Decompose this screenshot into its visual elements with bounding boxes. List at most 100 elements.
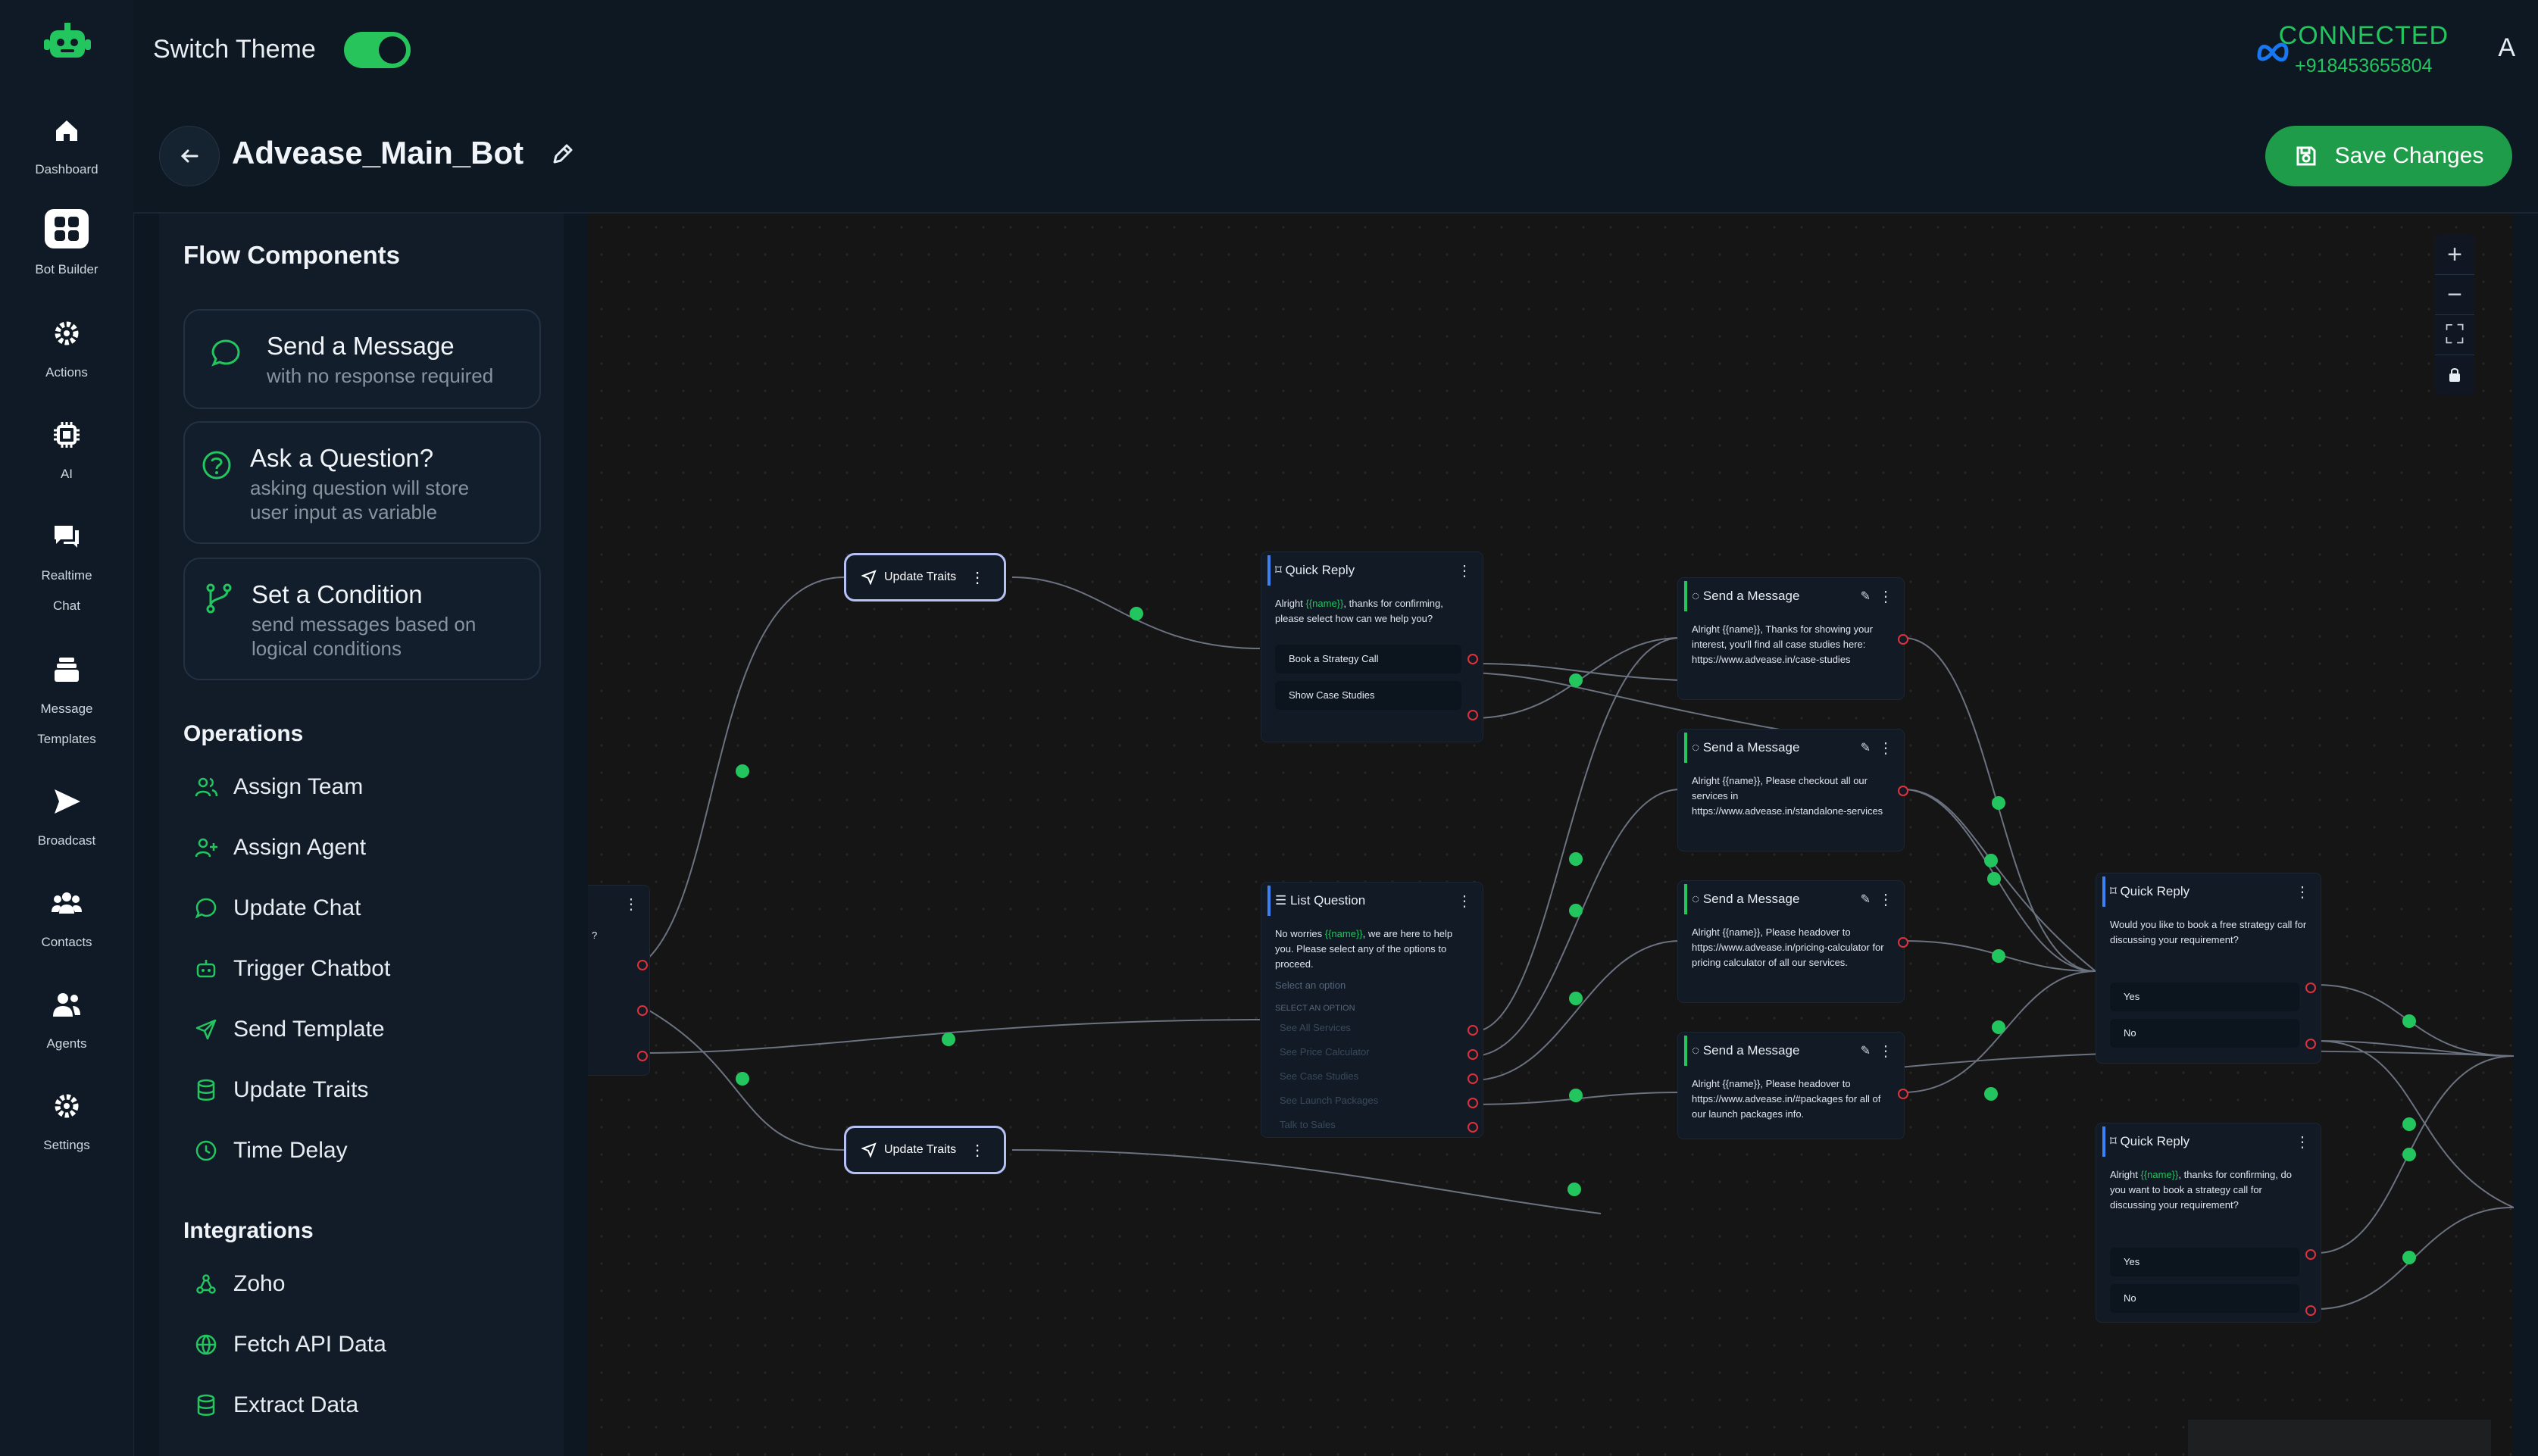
output-port[interactable]	[1467, 654, 1478, 664]
canvas-controls: + − ⛶	[2435, 235, 2474, 395]
op-update-traits[interactable]: Update Traits	[194, 1077, 368, 1103]
nav-realtime-chat[interactable]: Realtime Chat	[0, 520, 133, 621]
minimap[interactable]	[2188, 1420, 2491, 1456]
partial-node[interactable]: ⋮ ?	[588, 885, 650, 1076]
theme-toggle[interactable]	[344, 32, 411, 68]
op-label: Assign Team	[233, 774, 364, 799]
output-port[interactable]	[1898, 634, 1908, 645]
quick-reply-node[interactable]: ⌑ Quick Reply ⋮ Alright {{name}}, thanks…	[1261, 551, 1483, 742]
more-icon[interactable]: ⋮	[2295, 884, 2310, 901]
nav-bot-builder[interactable]: Bot Builder	[0, 209, 133, 285]
output-port[interactable]	[1898, 786, 1908, 796]
output-port[interactable]	[1467, 1122, 1478, 1133]
pencil-icon[interactable]	[549, 141, 576, 168]
reply-option[interactable]: No	[2110, 1019, 2299, 1048]
send-message-component[interactable]: Send a Message with no response required	[183, 309, 541, 409]
more-icon[interactable]: ⋮	[1878, 892, 1893, 908]
op-trigger-chatbot[interactable]: Trigger Chatbot	[194, 956, 390, 982]
send-message-node[interactable]: ◌ Send a Message ✎ ⋮ Alright {{name}}, T…	[1677, 577, 1908, 700]
more-icon[interactable]: ⋮	[2295, 1134, 2310, 1151]
pencil-icon[interactable]: ✎	[1860, 1045, 1871, 1058]
pencil-icon[interactable]: ✎	[1860, 590, 1871, 603]
fit-view-button[interactable]: ⛶	[2435, 315, 2474, 355]
op-send-template[interactable]: Send Template	[194, 1017, 385, 1042]
output-port[interactable]	[2305, 1305, 2316, 1316]
reply-option[interactable]: No	[2110, 1284, 2299, 1313]
output-port[interactable]	[1467, 1049, 1478, 1060]
output-port[interactable]	[1898, 937, 1908, 948]
reply-option[interactable]: Yes	[2110, 983, 2299, 1011]
more-icon[interactable]: ⋮	[1878, 589, 1893, 605]
agents-icon	[53, 993, 80, 1017]
quick-reply-node[interactable]: ⌑ Quick Reply ⋮ Alright {{name}}, thanks…	[2096, 1123, 2321, 1323]
node-body: Would you like to book a free strategy c…	[2110, 919, 2307, 945]
send-message-node[interactable]: ◌ Send a Message ✎ ⋮ Alright {{name}}, P…	[1677, 729, 1908, 851]
send-message-node[interactable]: ◌ Send a Message ✎ ⋮ Alright {{name}}, P…	[1677, 1032, 1908, 1139]
more-icon[interactable]: ⋮	[1878, 1043, 1893, 1060]
output-port[interactable]	[1467, 1073, 1478, 1084]
list-option[interactable]: See Case Studies	[1280, 1070, 1359, 1082]
list-question-node[interactable]: ☰ List Question ⋮ No worries {{name}}, w…	[1261, 882, 1483, 1138]
robot-logo-icon[interactable]	[44, 23, 91, 64]
int-extract-data[interactable]: Extract Data	[194, 1392, 358, 1418]
int-label: Zoho	[233, 1271, 286, 1296]
int-fetch-api[interactable]: Fetch API Data	[194, 1332, 386, 1358]
chat-bubble-icon	[211, 339, 240, 367]
more-icon[interactable]: ⋮	[970, 569, 986, 586]
update-traits-node[interactable]: Update Traits ⋮	[844, 553, 1006, 601]
nav-settings[interactable]: Settings	[0, 1089, 133, 1161]
avatar[interactable]: A	[2498, 33, 2515, 62]
more-icon[interactable]: ⋮	[624, 896, 639, 913]
nav-contacts[interactable]: Contacts	[0, 886, 133, 958]
nav-ai[interactable]: AI	[0, 418, 133, 489]
lock-button[interactable]	[2435, 355, 2474, 395]
int-zoho[interactable]: Zoho	[194, 1271, 285, 1297]
set-condition-component[interactable]: Set a Condition send messages based on l…	[183, 558, 541, 680]
output-port[interactable]	[2305, 1039, 2316, 1049]
pencil-icon[interactable]: ✎	[1860, 742, 1871, 755]
output-port[interactable]	[1467, 1098, 1478, 1108]
more-icon[interactable]: ⋮	[1457, 563, 1472, 580]
output-port[interactable]	[637, 1051, 648, 1061]
more-icon[interactable]: ⋮	[970, 1142, 986, 1159]
reply-option[interactable]: Book a Strategy Call	[1275, 645, 1461, 673]
flow-canvas[interactable]: ⋮ ? Update Traits ⋮ Update Traits ⋮ ⌑ Qu…	[588, 214, 2514, 1456]
more-icon[interactable]: ⋮	[1457, 893, 1472, 910]
ask-question-component[interactable]: Ask a Question? asking question will sto…	[183, 421, 541, 544]
op-assign-team[interactable]: Assign Team	[194, 774, 363, 800]
list-option[interactable]: See Price Calculator	[1280, 1046, 1370, 1058]
list-option[interactable]: Talk to Sales	[1280, 1119, 1336, 1130]
back-button[interactable]	[159, 126, 220, 186]
list-option[interactable]: See All Services	[1280, 1022, 1351, 1033]
nav-dashboard[interactable]: Dashboard	[0, 114, 133, 185]
output-port[interactable]	[1467, 710, 1478, 720]
op-label: Update Chat	[233, 895, 361, 920]
zoom-in-button[interactable]: +	[2435, 235, 2474, 275]
quick-reply-node[interactable]: ⌑ Quick Reply ⋮ Would you like to book a…	[2096, 873, 2321, 1064]
nav-actions[interactable]: Actions	[0, 317, 133, 388]
op-time-delay[interactable]: Time Delay	[194, 1138, 348, 1164]
op-assign-agent[interactable]: Assign Agent	[194, 835, 366, 861]
output-port[interactable]	[2305, 1249, 2316, 1260]
send-message-node[interactable]: ◌ Send a Message ✎ ⋮ Alright {{name}}, P…	[1677, 880, 1908, 1003]
output-port[interactable]	[1898, 1089, 1908, 1099]
output-port[interactable]	[1467, 1025, 1478, 1036]
edges-layer	[643, 576, 2514, 1310]
output-port[interactable]	[2305, 983, 2316, 993]
pencil-icon[interactable]: ✎	[1860, 893, 1871, 906]
save-changes-button[interactable]: Save Changes	[2265, 126, 2512, 186]
zoom-out-button[interactable]: −	[2435, 275, 2474, 315]
select-placeholder[interactable]: Select an option	[1275, 980, 1346, 991]
op-update-chat[interactable]: Update Chat	[194, 895, 361, 921]
nav-broadcast[interactable]: Broadcast	[0, 785, 133, 856]
nav-agents[interactable]: Agents	[0, 988, 133, 1059]
nav-label: Agents	[46, 1036, 87, 1051]
list-option[interactable]: See Launch Packages	[1280, 1095, 1379, 1106]
reply-option[interactable]: Show Case Studies	[1275, 681, 1461, 710]
output-port[interactable]	[637, 960, 648, 970]
more-icon[interactable]: ⋮	[1878, 740, 1893, 757]
nav-message-templates[interactable]: Message Templates	[0, 653, 133, 755]
update-traits-node[interactable]: Update Traits ⋮	[844, 1126, 1006, 1174]
reply-option[interactable]: Yes	[2110, 1248, 2299, 1276]
output-port[interactable]	[637, 1005, 648, 1016]
